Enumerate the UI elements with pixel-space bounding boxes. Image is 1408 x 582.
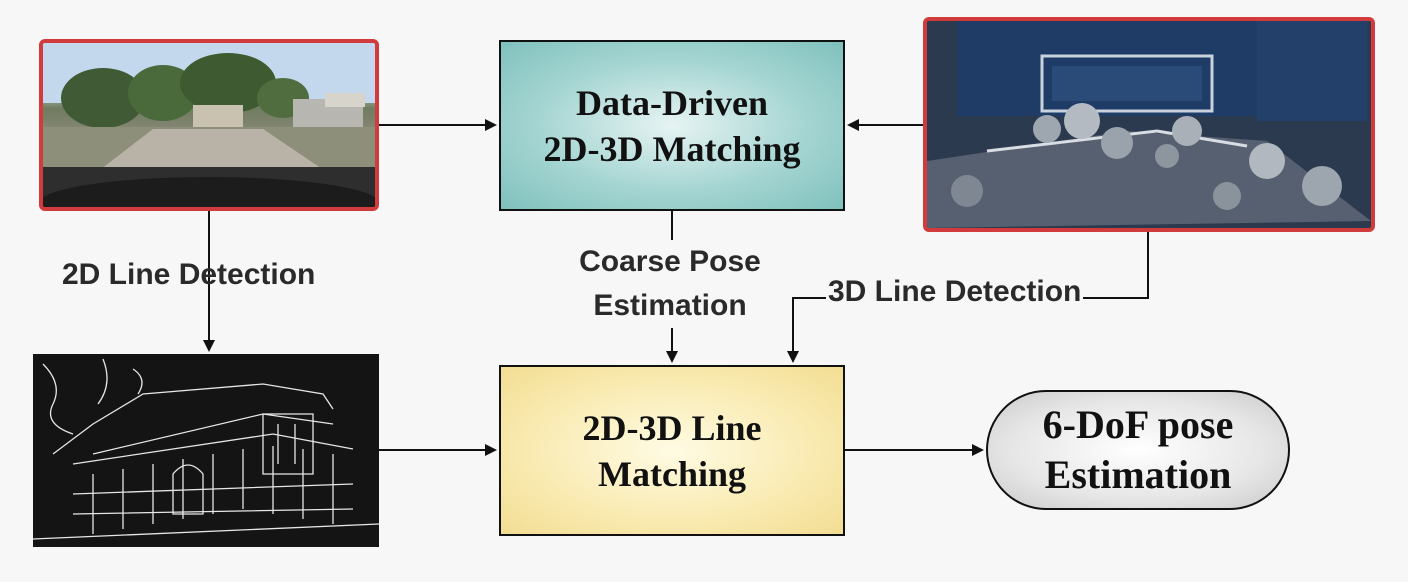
label-2d-line-detection: 2D Line Detection — [62, 258, 316, 291]
pose-estimation-line2: Estimation — [1044, 452, 1232, 497]
data-driven-matching-line2: 2D-3D Matching — [543, 128, 801, 169]
pose-estimation-line1: 6-DoF pose — [1042, 402, 1234, 447]
data-driven-matching-line1: Data-Driven — [576, 82, 768, 123]
label-coarse-pose-line1: Coarse Pose — [560, 240, 780, 284]
line-matching-line2: Matching — [598, 453, 746, 494]
line-edge-image — [33, 354, 379, 547]
label-3d-line-detection: 3D Line Detection — [826, 275, 1084, 309]
line-matching-box: 2D-3D Line Matching — [499, 365, 845, 536]
data-driven-matching-box: Data-Driven 2D-3D Matching — [499, 40, 845, 211]
label-coarse-pose: Coarse Pose Estimation — [560, 240, 780, 328]
panorama-image — [39, 39, 379, 211]
label-coarse-pose-line2: Estimation — [560, 284, 780, 328]
pose-estimation-node: 6-DoF pose Estimation — [986, 390, 1290, 510]
line-matching-line1: 2D-3D Line — [582, 407, 762, 448]
point-cloud-image — [923, 17, 1375, 232]
